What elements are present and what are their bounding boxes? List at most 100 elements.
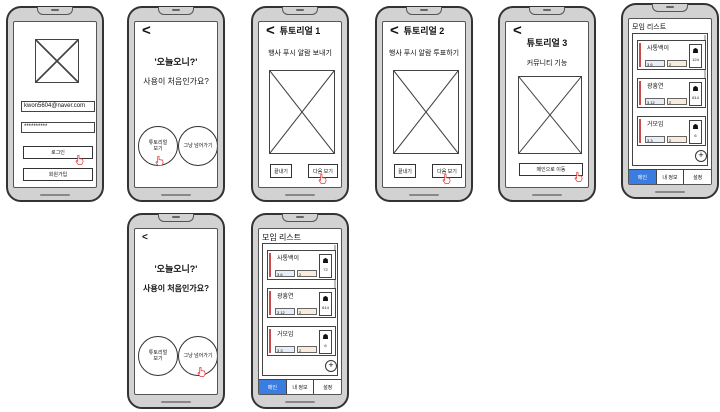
tab-main[interactable]: 메인 <box>629 170 657 184</box>
meeting-count: 72 <box>323 267 328 272</box>
tutorial-button[interactable]: 튜토리얼 보기 <box>138 126 178 166</box>
phone-notch <box>529 7 565 15</box>
member-chip: 3 12 <box>645 98 665 105</box>
meeting-thumb: ☗ 124 <box>689 44 702 68</box>
plus-icon[interactable]: + <box>325 360 337 372</box>
meeting-list: 사통백이 3 6 2 ☗124 광흥연 3 12 2 ☗614 거모임 3 3 … <box>632 33 708 166</box>
home-bar <box>40 194 70 196</box>
tutorial-description: 커뮤니티 기능 <box>526 60 568 67</box>
member-chip: 3 3 <box>645 136 665 143</box>
tab-settings[interactable]: 설정 <box>314 380 341 394</box>
member-chip: 3 6 <box>645 60 665 67</box>
tutorial-description: 행사 푸시 알람 투표하기 <box>388 50 460 57</box>
back-arrow-icon[interactable]: < <box>266 22 275 39</box>
card-accent-bar <box>639 119 641 143</box>
group-icon: ☗ <box>322 334 329 341</box>
event-chip: 2 <box>297 270 317 277</box>
home-bar <box>161 194 191 196</box>
tutorial-title: 튜토리얼 1 <box>279 26 321 36</box>
event-chip: 2 <box>667 60 687 67</box>
hand-pointer-icon <box>197 367 206 377</box>
hand-pointer-icon <box>574 172 583 182</box>
meeting-thumb: ☗6 <box>689 120 702 144</box>
meeting-card[interactable]: 거모임 3 3 2 ☗6 <box>637 116 706 146</box>
meeting-card[interactable]: 광흥연 3 12 2 ☗614 <box>637 78 706 108</box>
skip-button[interactable]: 그냥 넘어가기 <box>178 126 217 166</box>
go-main-button[interactable]: 메인으로 이동 <box>519 163 583 176</box>
member-chip: 3 12 <box>275 308 295 315</box>
phone-notch <box>406 7 442 15</box>
scrollbar[interactable] <box>334 245 336 318</box>
app-title: '오늘오니?' <box>154 57 198 67</box>
meeting-count: 6 <box>694 133 697 138</box>
meeting-thumb: ☗614 <box>319 292 332 316</box>
email-field[interactable]: kwon5604@naver.com <box>21 101 95 112</box>
group-icon: ☗ <box>692 48 699 55</box>
meeting-name: 거모임 <box>647 122 664 128</box>
meeting-card[interactable]: 사통백이 3 6 2 ☗72 <box>267 250 336 280</box>
home-bar <box>161 401 191 403</box>
skip-button[interactable]: 그냥 넘어가기 <box>178 336 217 376</box>
back-arrow-icon[interactable]: < <box>142 22 151 39</box>
plus-icon[interactable]: + <box>695 150 707 162</box>
meeting-count: 6 <box>324 343 327 348</box>
meeting-list: 사통백이 3 6 2 ☗72 광흥연 3 12 2 ☗614 거모임 3 3 2… <box>262 243 338 376</box>
app-title: '오늘오니?' <box>154 264 198 274</box>
group-icon: ☗ <box>322 296 329 303</box>
finish-button[interactable]: 끝내기 <box>270 164 292 178</box>
event-chip: 2 <box>297 308 317 315</box>
meeting-card[interactable]: 거모임 3 3 2 ☗6 <box>267 326 336 356</box>
card-accent-bar <box>639 43 641 67</box>
meeting-list-header: 모임 리스트 <box>632 24 667 31</box>
scrollbar[interactable] <box>704 35 706 108</box>
group-icon: ☗ <box>692 124 699 131</box>
bottom-tab-bar: 메인 내 정보 설정 <box>259 379 341 394</box>
card-accent-bar <box>639 81 641 105</box>
tab-my-info[interactable]: 내 정보 <box>656 170 685 184</box>
tutorial-button[interactable]: 튜토리얼 보기 <box>138 336 178 376</box>
tab-my-info[interactable]: 내 정보 <box>286 380 315 394</box>
meeting-card[interactable]: 광흥연 3 12 2 ☗614 <box>267 288 336 318</box>
hand-pointer-icon <box>155 156 164 166</box>
phone-notch <box>652 4 688 12</box>
event-chip: 2 <box>667 136 687 143</box>
meeting-thumb: ☗72 <box>319 254 332 278</box>
back-arrow-icon[interactable]: < <box>513 22 522 39</box>
phone-notch <box>158 214 194 222</box>
meeting-list-screen: 모임 리스트 사통백이 3 6 2 ☗72 광흥연 3 12 2 ☗614 거모… <box>258 228 342 395</box>
back-arrow-icon[interactable]: < <box>142 232 148 243</box>
member-chip: 3 6 <box>275 270 295 277</box>
back-arrow-icon[interactable]: < <box>390 22 399 39</box>
signup-button[interactable]: 회원가입 <box>23 168 93 181</box>
event-chip: 2 <box>667 98 687 105</box>
card-accent-bar <box>269 291 271 315</box>
phone-tutorial-2: < 튜토리얼 2 행사 푸시 알람 투표하기 끝내기 다음 보기 <box>375 6 473 202</box>
tutorial-image-placeholder <box>518 76 582 154</box>
logo-placeholder <box>35 39 79 83</box>
next-button[interactable]: 다음 보기 <box>308 164 338 178</box>
tab-settings[interactable]: 설정 <box>684 170 711 184</box>
password-field[interactable]: ********** <box>21 122 95 133</box>
meeting-count: 124 <box>692 57 699 62</box>
tab-main[interactable]: 메인 <box>259 380 287 394</box>
phone-meeting-list: 모임 리스트 사통백이 3 6 2 ☗124 광흥연 3 12 2 ☗614 거… <box>621 3 719 199</box>
home-bar <box>285 194 315 196</box>
phone-tutorial-1: < 튜토리얼 1 행사 푸시 알람 보내기 끝내기 다음 보기 <box>251 6 349 202</box>
hand-pointer-icon <box>75 155 84 165</box>
meeting-list-header: 모임 리스트 <box>262 233 302 242</box>
tutorial-3-screen: < 튜토리얼 3 커뮤니티 기능 메인으로 이동 <box>505 21 589 188</box>
meeting-thumb: ☗614 <box>689 82 702 106</box>
phone-welcome: < '오늘오니?' 사용이 처음인가요? 튜토리얼 보기 그냥 넘어가기 <box>127 6 225 202</box>
tutorial-1-screen: < 튜토리얼 1 행사 푸시 알람 보내기 끝내기 다음 보기 <box>258 21 342 188</box>
meeting-card[interactable]: 사통백이 3 6 2 ☗124 <box>637 40 706 70</box>
login-screen: kwon5604@naver.com ********** 로그인 회원가입 <box>13 21 97 188</box>
member-chip: 3 3 <box>275 346 295 353</box>
hand-pointer-icon <box>318 174 327 184</box>
tutorial-title: 튜토리얼 3 <box>526 38 568 48</box>
home-bar <box>285 401 315 403</box>
meeting-name: 광흥연 <box>647 84 664 90</box>
home-bar <box>655 191 685 193</box>
finish-button[interactable]: 끝내기 <box>394 164 416 178</box>
phone-notch <box>37 7 73 15</box>
login-button[interactable]: 로그인 <box>23 146 93 159</box>
